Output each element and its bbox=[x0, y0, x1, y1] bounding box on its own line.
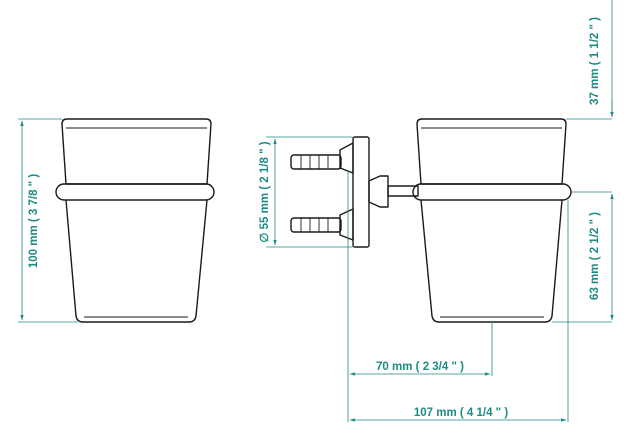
dim-top-offset-label: 37 mm ( 1 1/2 " ) bbox=[589, 17, 601, 105]
dim-projection-center-label: 70 mm ( 2 3/4 " ) bbox=[376, 361, 464, 373]
cup-front-view bbox=[55, 118, 215, 323]
wall-plug-upper bbox=[290, 154, 342, 170]
wall-plug-lower bbox=[290, 217, 342, 233]
dim-total-height-label: 100 mm ( 3 7/8 " ) bbox=[28, 174, 40, 268]
cup-side-view bbox=[412, 118, 572, 323]
dimension-lines bbox=[18, 0, 614, 422]
dim-total-projection-label: 107 mm ( 4 1/4 " ) bbox=[414, 407, 508, 419]
dim-cup-lower-height-label: 63 mm ( 2 1/2 " ) bbox=[589, 212, 601, 300]
dim-mount-diameter-label: ∅ 55 mm ( 2 1/8 " ) bbox=[259, 141, 271, 242]
wall-mount-side-view bbox=[290, 136, 419, 248]
